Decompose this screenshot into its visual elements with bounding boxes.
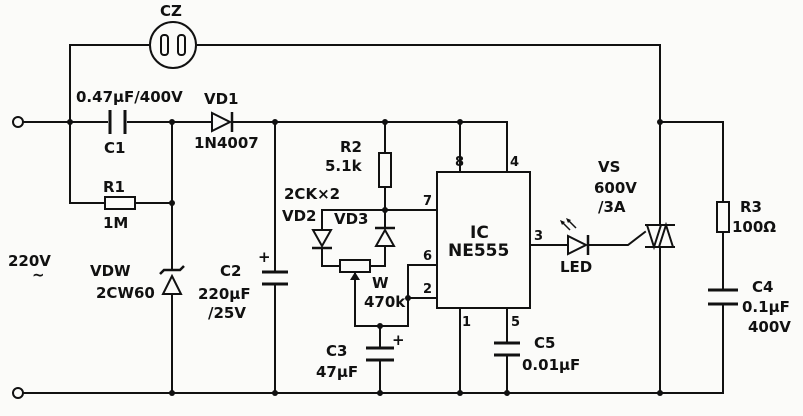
wires <box>22 44 724 394</box>
r3-ref: R3 <box>740 198 762 216</box>
w-ref: W <box>372 274 389 292</box>
r1-ref: R1 <box>103 178 125 196</box>
vs-rating-voltage: 600V <box>594 179 637 197</box>
c5-ref: C5 <box>534 334 555 352</box>
vd2-ref: VD2 <box>282 207 317 225</box>
vs-rating-current: /3A <box>598 198 626 216</box>
diode-vd1 <box>211 111 234 133</box>
supply-voltage: 220V <box>8 252 51 270</box>
capacitor-c3 <box>366 346 394 362</box>
socket-ref: CZ <box>160 2 182 20</box>
c3-polarity: + <box>392 331 405 349</box>
c4-ref: C4 <box>752 278 773 296</box>
ic-part-number: NE555 <box>448 241 509 261</box>
c1-ref: C1 <box>104 139 125 157</box>
vs-ref: VS <box>598 158 620 176</box>
ic-pin-2: 2 <box>423 282 432 297</box>
ic-pin-3: 3 <box>534 229 543 244</box>
ic-ne555 <box>436 171 531 309</box>
c1-value: 0.47μF/400V <box>76 88 183 106</box>
capacitor-c2 <box>262 270 288 286</box>
potentiometer-w <box>339 259 371 280</box>
capacitor-c4 <box>708 288 738 306</box>
ic-pin-8: 8 <box>455 155 464 170</box>
resistor-r2 <box>378 152 392 188</box>
input-terminal-top <box>12 116 24 128</box>
ic-pin-1: 1 <box>462 315 471 330</box>
capacitor-c5 <box>494 341 520 357</box>
ic-pin-7: 7 <box>423 194 432 209</box>
led <box>560 218 590 256</box>
c2-voltage: /25V <box>208 304 246 322</box>
ic-pin-5: 5 <box>511 315 520 330</box>
supply-tilde: ~ <box>32 266 45 284</box>
diode-vd3 <box>374 226 396 247</box>
vdw-ref: VDW <box>90 262 131 280</box>
resistor-r1 <box>104 196 136 210</box>
c3-ref: C3 <box>326 342 347 360</box>
w-value: 470k <box>364 293 406 311</box>
input-terminal-bottom <box>12 387 24 399</box>
r2-value: 5.1k <box>325 157 363 175</box>
r3-value: 100Ω <box>732 218 776 236</box>
c2-polarity: + <box>258 248 271 266</box>
vd3-ref: VD3 <box>334 210 369 228</box>
c4-value: 0.1μF <box>742 298 790 316</box>
socket-cz <box>149 21 197 69</box>
c4-voltage: 400V <box>748 318 791 336</box>
vd1-ref: VD1 <box>204 90 239 108</box>
c3-value: 47μF <box>316 363 358 381</box>
capacitor-c1 <box>108 110 127 134</box>
ic-pin-4: 4 <box>510 155 519 170</box>
junctions <box>67 119 663 396</box>
diode-vd2 <box>311 229 333 250</box>
vdw-value: 2CW60 <box>96 284 155 302</box>
c2-value: 220μF <box>198 285 251 303</box>
ic-pin-6: 6 <box>423 249 432 264</box>
resistor-r3 <box>716 201 730 233</box>
r2-ref: R2 <box>340 138 362 156</box>
triac-vs <box>645 221 675 251</box>
led-ref: LED <box>560 258 592 276</box>
diodes-group-label: 2CK×2 <box>284 185 340 203</box>
c5-value: 0.01μF <box>522 356 580 374</box>
ic-label: IC <box>470 223 489 243</box>
c2-ref: C2 <box>220 262 241 280</box>
vd1-value: 1N4007 <box>194 134 259 152</box>
zener-vdw <box>159 265 185 295</box>
r1-value: 1M <box>103 214 128 232</box>
